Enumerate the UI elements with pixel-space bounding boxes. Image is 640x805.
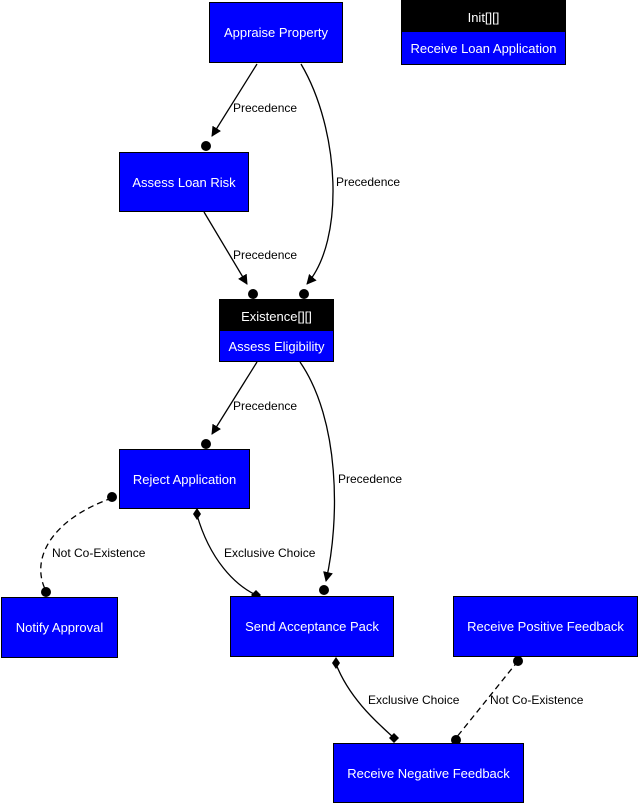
edge-positive-negative: Not Co-Existence <box>451 656 584 745</box>
node-reject-application[interactable]: Reject Application <box>119 449 250 509</box>
node-assess-loan-risk[interactable]: Assess Loan Risk <box>119 152 249 212</box>
edge-eligibility-to-send: Precedence <box>299 361 402 595</box>
edge-risk-to-eligibility: Precedence <box>203 211 297 299</box>
node-notify-approval[interactable]: Notify Approval <box>1 597 118 658</box>
edge-label: Not Co-Existence <box>52 546 146 560</box>
node-assess-eligibility[interactable]: Existence[][] Assess Eligibility <box>219 299 334 362</box>
edge-send-negative: Exclusive Choice <box>332 657 460 743</box>
edge-label: Exclusive Choice <box>368 693 460 707</box>
edge-eligibility-to-reject: Precedence <box>201 361 297 449</box>
node-label: Reject Application <box>132 471 237 487</box>
edge-label: Precedence <box>233 399 297 413</box>
edge-appraise-to-risk: Precedence <box>201 63 297 151</box>
node-receive-positive-feedback[interactable]: Receive Positive Feedback <box>453 596 638 657</box>
node-body: Receive Loan Application <box>402 32 565 64</box>
node-label: Assess Loan Risk <box>132 174 236 190</box>
constraint-header-init: Init[][] <box>402 1 565 33</box>
node-appraise-property[interactable]: Appraise Property <box>209 2 343 63</box>
node-body: Assess Eligibility <box>220 331 333 361</box>
node-label: Assess Eligibility <box>228 338 325 354</box>
node-send-acceptance-pack[interactable]: Send Acceptance Pack <box>230 596 394 657</box>
node-receive-negative-feedback[interactable]: Receive Negative Feedback <box>333 743 524 803</box>
edge-appraise-to-eligibility: Precedence <box>299 63 400 299</box>
constraint-header-existence: Existence[][] <box>220 300 333 332</box>
edge-label: Precedence <box>336 175 400 189</box>
node-label: Notify Approval <box>15 620 104 635</box>
edge-label: Precedence <box>233 101 297 115</box>
node-label: Receive Positive Feedback <box>467 619 624 634</box>
edge-label: Exclusive Choice <box>224 546 316 560</box>
edge-reject-send: Exclusive Choice <box>193 508 316 600</box>
edge-label: Precedence <box>338 472 402 486</box>
node-label: Appraise Property <box>223 25 329 40</box>
edge-reject-notify: Not Co-Existence <box>40 492 146 597</box>
edge-label: Not Co-Existence <box>490 693 584 707</box>
node-label: Receive Loan Application <box>410 40 557 56</box>
node-label: Receive Negative Feedback <box>347 765 510 781</box>
node-receive-loan-application[interactable]: Init[][] Receive Loan Application <box>401 0 566 65</box>
node-label: Send Acceptance Pack <box>245 619 379 634</box>
edge-label: Precedence <box>233 248 297 262</box>
